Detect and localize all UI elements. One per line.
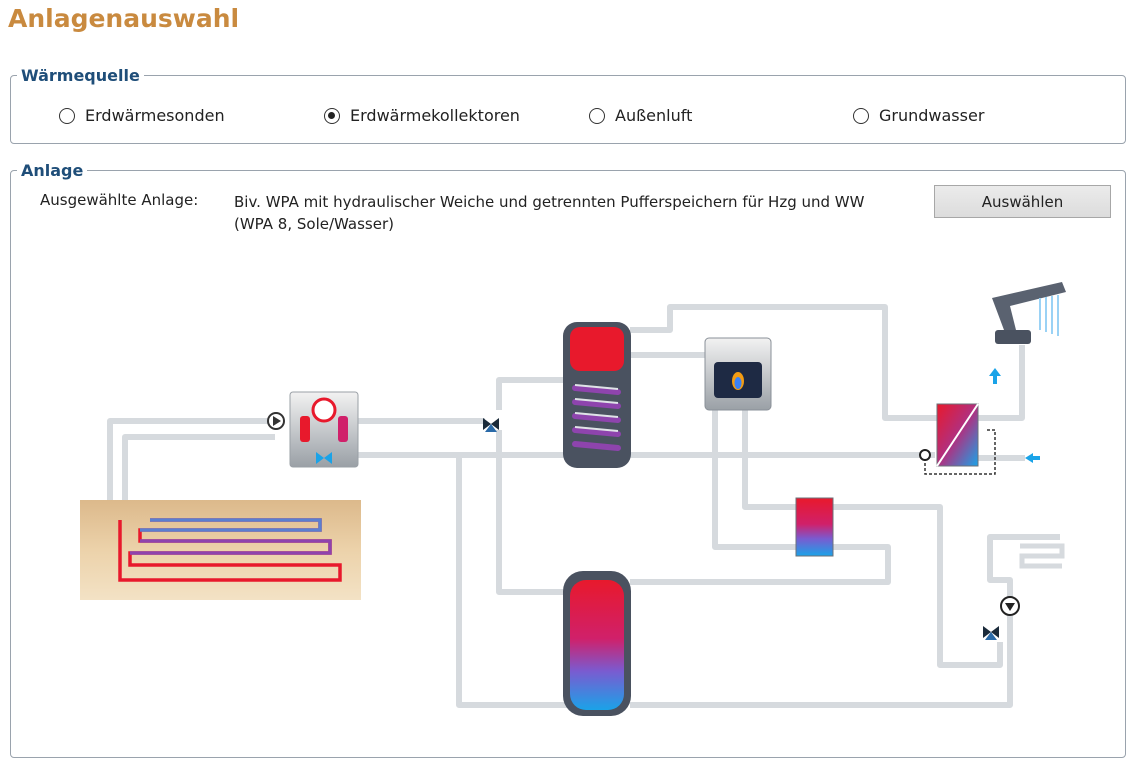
radio-button-icon[interactable]: [853, 107, 869, 124]
radio-label: Außenluft: [615, 106, 693, 125]
selected-plant-value: Biv. WPA mit hydraulischer Weiche und ge…: [234, 193, 865, 233]
heat-exchanger-icon: [919, 403, 996, 475]
radio-button-checked-icon[interactable]: [324, 107, 340, 124]
radio-erdwaermesonden[interactable]: Erdwärmesonden: [59, 106, 225, 125]
plant-group: Anlage: [10, 161, 1126, 758]
radio-grundwasser[interactable]: Grundwasser: [853, 106, 984, 125]
radiator-icon: [1019, 543, 1065, 569]
flow-arrow-icon: [989, 368, 1040, 463]
radio-label: Erdwärmesonden: [85, 106, 225, 125]
pump-icon: [267, 412, 285, 430]
select-plant-button[interactable]: Auswählen: [934, 185, 1111, 218]
radio-button-icon[interactable]: [59, 107, 75, 124]
pump-icon: [1000, 596, 1020, 616]
shower-icon: [992, 282, 1066, 344]
plant-legend: Anlage: [21, 161, 84, 180]
buffer-tank-icon: [563, 571, 631, 716]
ground-collector-icon: [80, 500, 361, 600]
heat-exchanger-icon: [795, 497, 834, 557]
boiler-icon: [704, 337, 772, 411]
mixing-valve-icon: [483, 418, 499, 432]
page-title: Anlagenauswahl: [8, 4, 240, 33]
heat-source-group: Wärmequelle: [10, 66, 1126, 144]
radio-label: Grundwasser: [879, 106, 985, 125]
mixing-valve-icon: [983, 626, 999, 640]
radio-button-icon[interactable]: [589, 107, 605, 124]
heat-source-legend: Wärmequelle: [21, 66, 140, 85]
pipe-network: [107, 304, 1060, 708]
selected-plant-label: Ausgewählte Anlage:: [40, 191, 199, 209]
buffer-tank-icon: [563, 322, 631, 468]
radio-erdwaermekollektoren[interactable]: Erdwärmekollektoren: [324, 106, 520, 125]
radio-aussenluft[interactable]: Außenluft: [589, 106, 692, 125]
heat-pump-icon: [289, 391, 359, 468]
radio-label: Erdwärmekollektoren: [350, 106, 520, 125]
